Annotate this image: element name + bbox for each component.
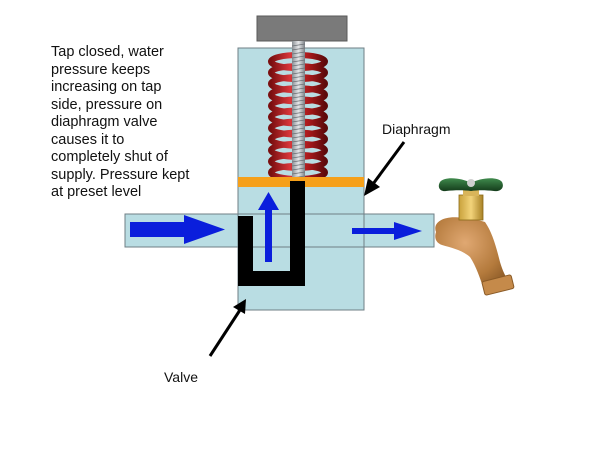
spindle-thread — [291, 87, 306, 91]
spindle-thread — [291, 43, 306, 47]
adjuster-cap — [256, 15, 348, 42]
description-line: side, pressure on — [51, 96, 163, 113]
spindle-thread — [291, 67, 306, 71]
spindle-thread — [291, 115, 306, 119]
spindle-thread — [291, 119, 306, 123]
spindle-thread — [291, 159, 306, 163]
spindle-thread — [291, 55, 306, 59]
spindle-thread — [291, 107, 306, 111]
spindle-thread — [291, 111, 306, 115]
spindle-thread — [291, 139, 306, 143]
tap — [435, 178, 515, 296]
inlet-flow-arrow — [130, 215, 225, 244]
spindle-thread — [291, 79, 306, 83]
spindle-thread — [291, 71, 306, 75]
description-line: supply. Pressure kept — [51, 166, 190, 183]
spindle-thread — [291, 59, 306, 63]
internal-flow-arrow — [258, 192, 279, 262]
spindle-thread — [291, 63, 306, 67]
spindle-thread — [291, 51, 306, 55]
description-line: causes it to — [51, 131, 125, 148]
spindle-thread — [291, 123, 306, 127]
spindle-threads — [291, 43, 306, 179]
description-line: completely shut of — [51, 149, 168, 165]
outlet-flow-arrow — [352, 222, 422, 240]
spindle-thread — [291, 75, 306, 79]
spindle-thread — [291, 103, 306, 107]
spindle-thread — [291, 127, 306, 131]
description-line: pressure keeps — [51, 61, 151, 78]
spindle-thread — [291, 83, 306, 87]
spindle-thread — [291, 143, 306, 147]
spindle-thread — [291, 167, 306, 171]
spindle-thread — [291, 91, 306, 95]
spindle-thread — [291, 135, 306, 139]
diaphragm-pointer-arrow — [364, 141, 406, 196]
spindle-thread — [291, 99, 306, 103]
spindle-thread — [291, 163, 306, 167]
spindle-thread — [291, 147, 306, 151]
valve-pointer-arrow — [208, 299, 246, 357]
spindle-thread — [291, 155, 306, 159]
spindle-thread — [291, 47, 306, 51]
spindle-thread — [291, 151, 306, 155]
description-line: diaphragm valve — [51, 114, 158, 130]
description-text: Tap closed, water pressure keeps increas… — [51, 44, 231, 202]
spindle-thread — [291, 95, 306, 99]
valve-label: Valve — [164, 369, 198, 385]
description-line: at preset level — [51, 184, 142, 200]
diaphragm-label: Diaphragm — [382, 121, 451, 137]
description-line: Tap closed, water — [51, 44, 164, 60]
description-line: increasing on tap — [51, 79, 162, 95]
spindle-thread — [291, 171, 306, 175]
spindle-thread — [291, 131, 306, 135]
valve — [238, 181, 305, 286]
